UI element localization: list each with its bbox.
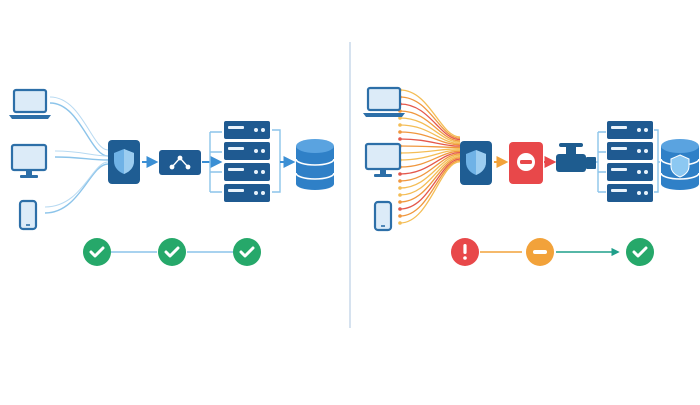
left-panel xyxy=(9,88,335,266)
check-icon xyxy=(233,238,261,266)
check-icon xyxy=(626,238,654,266)
laptop-icon xyxy=(363,86,405,117)
server-rack-icon xyxy=(607,121,653,202)
left-device-flows xyxy=(44,96,109,214)
server-branch-lines xyxy=(209,131,222,193)
alert-icon xyxy=(451,238,479,266)
phone-icon xyxy=(18,199,38,231)
check-icon xyxy=(158,238,186,266)
monitor-icon xyxy=(10,143,48,178)
database-icon xyxy=(295,139,335,190)
check-icon xyxy=(83,238,111,266)
right-panel xyxy=(363,86,700,266)
right-device-flows xyxy=(398,88,461,225)
server-branch-lines xyxy=(596,131,606,193)
block-icon xyxy=(526,238,554,266)
secured-database-icon xyxy=(660,139,700,190)
laptop-icon xyxy=(9,88,51,119)
block-filter-icon xyxy=(509,142,543,184)
phone-icon xyxy=(373,200,393,232)
server-rack-icon xyxy=(224,121,270,202)
shield-icon xyxy=(108,140,140,184)
valve-icon xyxy=(556,143,596,172)
load-balancer-icon xyxy=(159,150,201,175)
right-status-row xyxy=(451,238,654,266)
shield-icon xyxy=(460,141,492,185)
monitor-icon xyxy=(364,142,402,177)
server-merge-lines xyxy=(654,129,660,193)
left-status-row xyxy=(83,238,261,266)
